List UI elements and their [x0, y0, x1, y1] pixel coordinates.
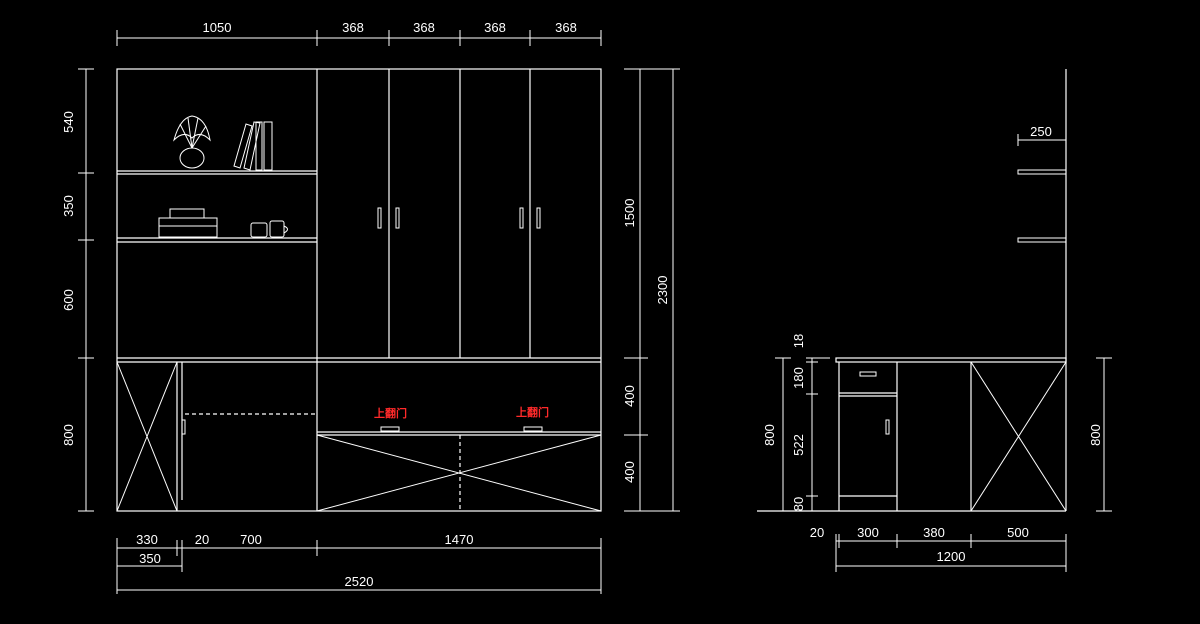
dim-label: 180	[791, 367, 806, 389]
dim-label: 1470	[445, 532, 474, 547]
door-handle	[377, 207, 382, 229]
dim-label: 800	[1088, 424, 1103, 446]
front-outline	[116, 68, 602, 512]
dim-label: 368	[342, 20, 364, 35]
side-shelf	[1017, 169, 1067, 175]
dim-label: 400	[622, 461, 637, 483]
cups-icon	[250, 220, 288, 238]
box-stack-icon	[158, 208, 218, 238]
dim-label: 368	[484, 20, 506, 35]
dim-label: 350	[139, 551, 161, 566]
dim-label: 2300	[655, 276, 670, 305]
dim-label: 250	[1030, 124, 1052, 139]
dim-label: 2520	[345, 574, 374, 589]
door-handle	[181, 419, 186, 435]
dim-label: 600	[61, 289, 76, 311]
cross-line	[116, 361, 178, 512]
front-view: 上翻门 上翻门	[61, 20, 680, 594]
drawer-handle	[859, 371, 877, 377]
left-dimension: 540 350 600 800	[61, 68, 94, 512]
flip-handle	[523, 426, 543, 432]
dim-label: 1200	[937, 549, 966, 564]
dim-label: 400	[622, 385, 637, 407]
books-icon	[233, 121, 273, 171]
dim-label: 350	[61, 195, 76, 217]
door-handle	[885, 419, 890, 435]
cross-line	[970, 361, 1067, 512]
dim-label: 20	[195, 532, 209, 547]
flip-handle	[380, 426, 400, 432]
dim-label: 540	[61, 111, 76, 133]
vase-plant-icon	[173, 115, 211, 169]
cross-line	[316, 434, 602, 512]
top-dimension: 1050 368 368 368 368	[116, 20, 602, 46]
bottom-dimension: 330 20 700 1470 350 2520	[116, 532, 602, 594]
dim-label: 800	[61, 424, 76, 446]
dim-label: 300	[857, 525, 879, 540]
dim-label: 368	[555, 20, 577, 35]
dim-label: 1500	[622, 199, 637, 228]
door-handle	[395, 207, 400, 229]
dim-label: 1050	[203, 20, 232, 35]
side-view: 250 800 18 180 522 80 800	[757, 69, 1112, 572]
dim-label: 368	[413, 20, 435, 35]
door-handle	[536, 207, 541, 229]
dim-label: 80	[791, 497, 806, 511]
dim-label: 20	[810, 525, 824, 540]
right-dimension: 1500 2300 400 400	[622, 68, 680, 512]
dim-label: 18	[791, 334, 806, 348]
dim-label: 700	[240, 532, 262, 547]
flip-door-label: 上翻门	[374, 406, 407, 420]
side-shelf	[1017, 237, 1067, 243]
door-handle	[519, 207, 524, 229]
side-countertop	[835, 357, 1067, 363]
flip-door-label: 上翻门	[516, 405, 549, 419]
dim-label: 380	[923, 525, 945, 540]
dim-label: 522	[791, 434, 806, 456]
dim-label: 500	[1007, 525, 1029, 540]
dim-label: 800	[762, 424, 777, 446]
dim-label: 330	[136, 532, 158, 547]
